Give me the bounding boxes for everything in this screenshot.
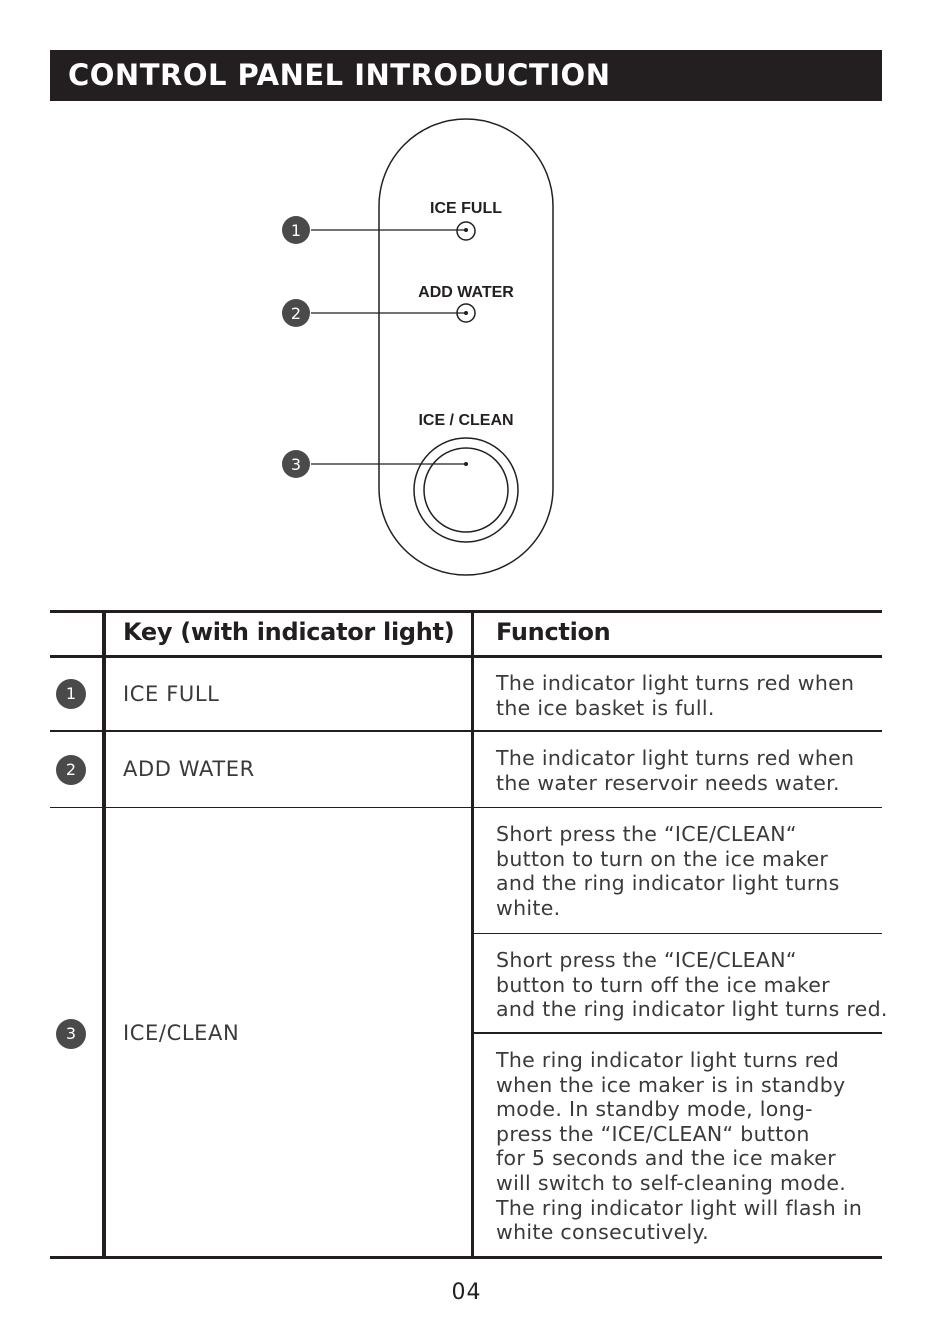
table-subrow-rule-2 — [473, 1032, 882, 1034]
key-add-water: ADD WATER — [123, 757, 255, 781]
callout-badge-1 — [282, 216, 310, 244]
callout-number-1: 1 — [291, 221, 301, 240]
ice-clean-label: ICE / CLEAN — [418, 412, 513, 429]
key-column-header: Key (with indicator light) — [123, 618, 455, 646]
function-ice-clean-turn-on: Short press the “ICE/CLEAN“ button to tu… — [496, 822, 840, 920]
ice-full-indicator-light — [456, 221, 476, 241]
ice-full-label: ICE FULL — [430, 200, 502, 217]
page-number: 04 — [451, 1280, 482, 1305]
control-panel-diagram: ICE FULL ADD WATER ICE / CLEAN 1 2 3 — [282, 118, 554, 576]
key-ice-clean: ICE/CLEAN — [123, 1021, 240, 1045]
ice-clean-button-outer-ring — [413, 437, 519, 543]
table-key-col-rule — [471, 610, 474, 1259]
callout-dot-1 — [464, 228, 468, 232]
callout-number-2: 2 — [291, 304, 301, 323]
row-number-badge-1: 1 — [56, 679, 86, 709]
function-ice-full: The indicator light turns red when the i… — [496, 671, 855, 720]
row-number-badge-3: 3 — [56, 1019, 86, 1049]
key-ice-full: ICE FULL — [123, 682, 220, 706]
page-title: CONTROL PANEL INTRODUCTION — [50, 50, 882, 101]
table-header-rule — [50, 655, 882, 658]
callout-badge-3 — [282, 450, 310, 478]
key-function-table: Key (with indicator light) Function 1 IC… — [50, 610, 887, 1260]
table-row-rule-1 — [50, 730, 882, 732]
callout-dot-2 — [464, 311, 468, 315]
callout-number-3: 3 — [291, 455, 301, 474]
table-bottom-rule — [50, 1256, 882, 1259]
function-column-header: Function — [496, 618, 611, 646]
table-subrow-rule-1 — [473, 933, 882, 934]
callout-dot-3 — [464, 462, 468, 466]
function-ice-clean-turn-off: Short press the “ICE/CLEAN“ button to tu… — [496, 948, 888, 1022]
function-ice-clean-self-cleaning: The ring indicator light turns red when … — [496, 1048, 863, 1245]
function-add-water: The indicator light turns red when the w… — [496, 746, 855, 795]
table-num-col-rule — [102, 610, 106, 1259]
add-water-label: ADD WATER — [418, 284, 514, 301]
table-row-rule-2 — [50, 807, 882, 808]
panel-outline — [378, 118, 554, 576]
table-top-rule — [50, 610, 882, 613]
callout-badge-2 — [282, 299, 310, 327]
ice-clean-button — [423, 447, 509, 533]
row-number-badge-2: 2 — [56, 755, 86, 785]
